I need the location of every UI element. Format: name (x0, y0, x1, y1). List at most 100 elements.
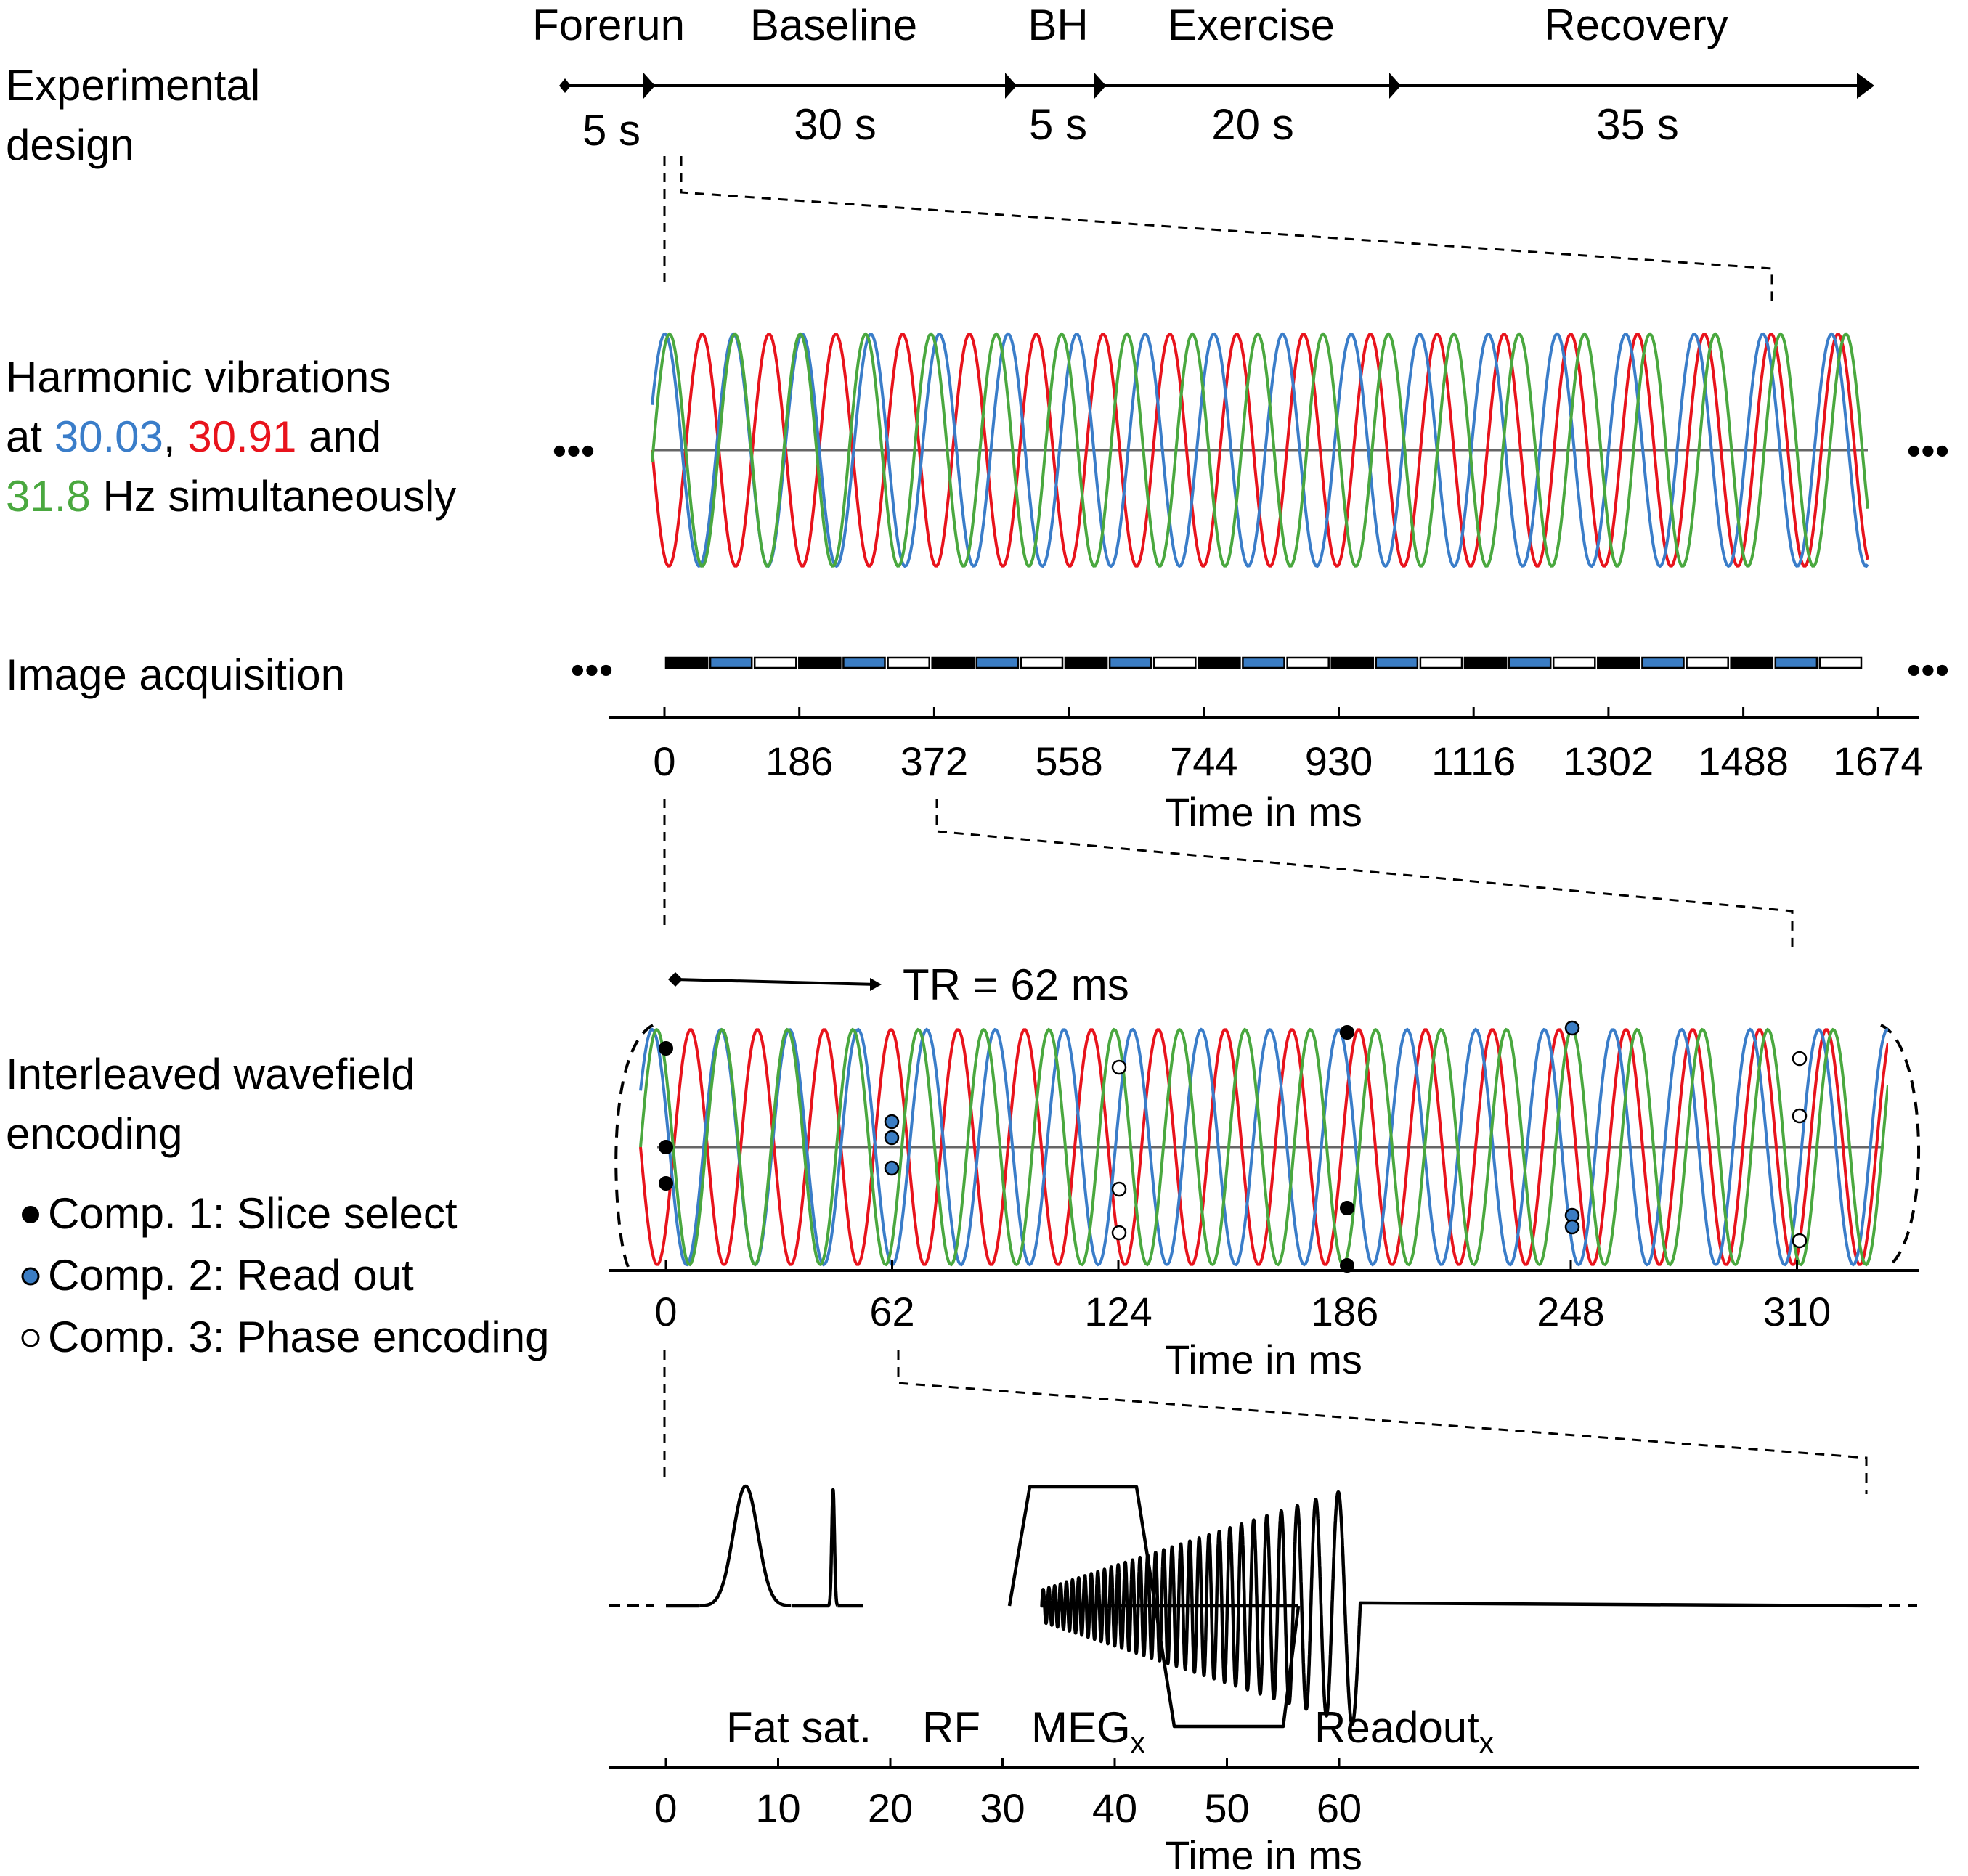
acquisition-segment-blue (975, 656, 1020, 669)
marker-phase-encoding (1111, 1225, 1127, 1241)
acquisition-segment-white (753, 656, 797, 669)
rf-label: RF (922, 1703, 980, 1752)
marker-read-out (1564, 1020, 1580, 1036)
axis-3-tick-label: 10 (755, 1785, 800, 1831)
marker-slice-select (659, 1140, 673, 1154)
acquisition-segment-white (1152, 656, 1197, 669)
phase-exercise: Exercise (1168, 1, 1335, 49)
axis-2-label: Time in ms (1165, 1337, 1362, 1382)
acquisition-segment-black (1064, 656, 1108, 669)
acquisition-ellipsis-left: ••• (571, 647, 614, 693)
fat-sat-label: Fat sat. (726, 1703, 871, 1752)
marker-phase-encoding (1111, 1181, 1127, 1197)
harmonic-label-line3: 31.8 Hz simultaneously (6, 472, 456, 521)
acquisition-segment-blue (709, 656, 753, 669)
acquisition-segment-blue (1774, 656, 1818, 669)
acquisition-segment-white (1686, 656, 1729, 669)
marker-slice-select (1340, 1025, 1354, 1040)
harmonic-ellipsis-left: ••• (553, 428, 595, 473)
tr-bracket (675, 978, 878, 986)
axis-1-tick-label: 744 (1170, 738, 1237, 784)
acquisition-segment-blue (1242, 656, 1285, 669)
marker-slice-select (659, 1176, 673, 1191)
axis-3-tick-label: 60 (1317, 1785, 1362, 1831)
rf-pulse (826, 1488, 839, 1607)
encoding-markers (659, 1020, 1808, 1273)
pulse-sequence: Fat sat. RF MEGx Readoutx (609, 1484, 1917, 1759)
axis-3-tick-label: 50 (1204, 1785, 1249, 1831)
tr-start-marker (668, 972, 683, 987)
acquisition-segment-blue (842, 656, 886, 669)
harmonic-label-line2: at 30.03, 30.91 and (6, 412, 381, 461)
axis-1-tick-label: 1116 (1431, 738, 1516, 784)
axis-1-tick-label: 372 (900, 738, 968, 784)
marker-read-out (884, 1160, 900, 1176)
timeline-arrow-1 (643, 73, 655, 99)
acquisition-segment-black (931, 656, 975, 669)
axis-2-tick-label: 248 (1537, 1289, 1604, 1334)
acquisition-ellipsis-right: ••• (1907, 647, 1950, 693)
timeline-arrow-3 (1094, 73, 1106, 99)
acquisition-segment-black (664, 656, 709, 669)
readout-label: Readoutx (1314, 1703, 1494, 1759)
timeline-arrow-2 (1005, 73, 1017, 99)
legend-read-out: Comp. 2: Read out (48, 1251, 414, 1300)
zoom-connector-2 (663, 799, 1794, 947)
zoom-connector-1 (663, 156, 1773, 303)
timeline-end-arrow (1857, 73, 1874, 99)
axis-2-tick-label: 62 (869, 1289, 914, 1334)
tr-end-marker (870, 978, 882, 991)
left-dashed-ellipse (614, 1024, 654, 1268)
wavefield-label-line1: Interleaved wavefield (6, 1050, 415, 1098)
wavefield-label-line2: encoding (6, 1109, 183, 1158)
acquisition-segment-blue (1375, 656, 1419, 669)
harmonic-ellipsis-right: ••• (1907, 428, 1950, 473)
axis-2-tick-label: 0 (654, 1289, 677, 1334)
acquisition-segment-white (1286, 656, 1330, 669)
harmonic-label-line1: Harmonic vibrations (6, 353, 391, 401)
interleaved-wavefield: TR = 62 ms Interleaved wavefield encodin… (6, 961, 1921, 1361)
phase-bh: BH (1028, 1, 1088, 49)
design-label-line1: Experimental (6, 61, 260, 110)
marker-phase-encoding (1792, 1233, 1808, 1249)
acquisition-segment-blue (1641, 656, 1685, 669)
acquisition-label: Image acquisition (6, 651, 345, 699)
acquisition-segment-black (798, 656, 842, 669)
acquisition-segment-blue (1508, 656, 1552, 669)
axis-2-tick-label: 310 (1763, 1289, 1831, 1334)
marker-read-out (884, 1130, 900, 1146)
acquisition-segment-black (1463, 656, 1508, 669)
axis-1-tick-label: 1302 (1564, 738, 1654, 784)
axis-1-tick-label: 0 (653, 738, 675, 784)
legend-marker-read-out (21, 1267, 40, 1286)
acquisition-segment-white (1552, 656, 1596, 669)
freq-30-91-label: 30.91 (187, 412, 296, 461)
design-label-line2: design (6, 121, 134, 169)
phase-baseline: Baseline (750, 1, 917, 49)
legend: Comp. 1: Slice select Comp. 2: Read out … (21, 1189, 549, 1361)
marker-phase-encoding (1792, 1108, 1808, 1124)
duration-recovery: 35 s (1596, 100, 1678, 149)
acquisition-segment-white (1020, 656, 1064, 669)
axis-1-tick-label: 1674 (1833, 738, 1924, 784)
marker-slice-select (659, 1041, 673, 1056)
acquisition-segment-white (1818, 656, 1863, 669)
marker-read-out (1564, 1219, 1580, 1235)
image-acquisition: Image acquisition ••• ••• (6, 647, 1949, 699)
phase-forerun: Forerun (532, 1, 685, 49)
wavefield-wave-blue (639, 1027, 1888, 1267)
legend-phase-encoding: Comp. 3: Phase encoding (48, 1313, 549, 1361)
readout-gradient (1040, 1490, 1871, 1726)
marker-slice-select (1340, 1201, 1354, 1215)
timeline-start-marker (559, 78, 571, 93)
acquisition-segment-black (1330, 656, 1375, 669)
marker-phase-encoding (1792, 1051, 1808, 1067)
axis-1-label: Time in ms (1165, 789, 1362, 835)
freq-31-8-label: 31.8 (6, 472, 91, 521)
acquisition-segment-black (1198, 656, 1241, 669)
legend-marker-phase-encoding (21, 1329, 40, 1347)
